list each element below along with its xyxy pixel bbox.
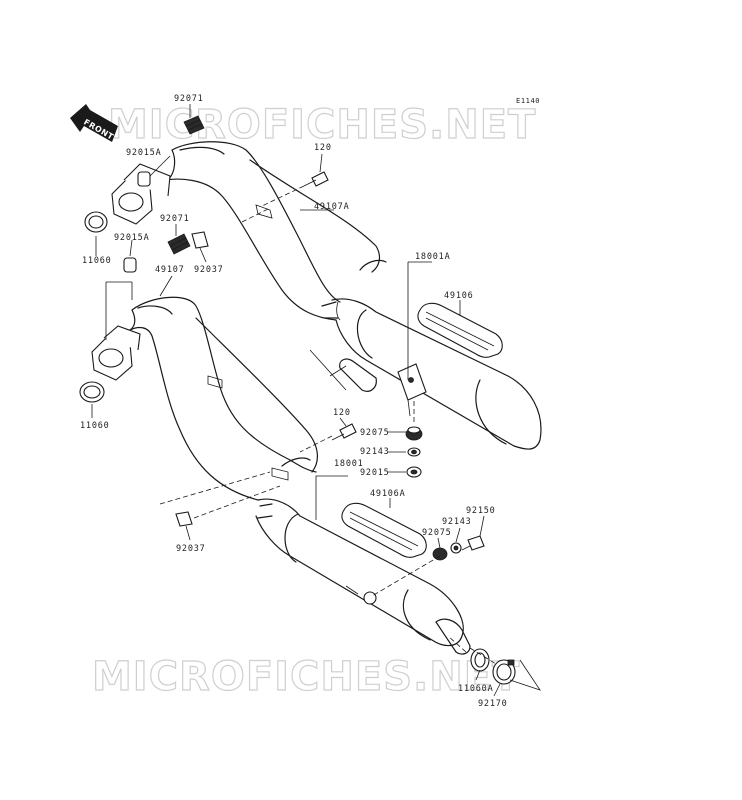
upper-collar-92015A — [137, 171, 151, 187]
label-18001A: 18001A — [415, 252, 451, 262]
reference-code: E1140 — [516, 97, 540, 105]
upper-bolt-120 — [303, 171, 329, 187]
upper-exhaust-pipe — [165, 141, 387, 321]
label-18001: 18001 — [334, 459, 364, 469]
label-92037-bot: 92037 — [176, 544, 206, 554]
lower-flange — [91, 325, 141, 381]
label-92170: 92170 — [478, 699, 508, 709]
label-92071-mid: 92071 — [160, 214, 190, 224]
lower-bracket-92037 — [175, 511, 193, 527]
lower-muffler — [255, 498, 471, 655]
watermark-top: MICROFICHES.NET — [108, 102, 536, 148]
label-92150: 92150 — [466, 506, 496, 516]
label-120-top: 120 — [314, 143, 332, 153]
upper-gasket-11060 — [84, 211, 108, 233]
collar-92143-lower — [450, 542, 462, 554]
part-labels: 92071 92015A 120 49107A 11060 92015A 920… — [80, 94, 508, 709]
label-11060A: 11060A — [458, 684, 494, 694]
label-92075-top: 92075 — [360, 428, 390, 438]
grommet-92075-lower — [432, 547, 448, 561]
upper-bracket-92037 — [191, 231, 209, 249]
watermark-bottom: MICROFICHES.NET — [92, 654, 520, 700]
collar-92015 — [406, 466, 422, 478]
label-11060-bot: 11060 — [80, 421, 110, 431]
leader-lines — [91, 104, 541, 697]
label-92015A-mid: 92015A — [114, 233, 150, 243]
lower-exhaust-pipe — [129, 296, 318, 501]
label-92015A-top: 92015A — [126, 148, 162, 158]
label-120-bot: 120 — [333, 408, 351, 418]
label-92071-top: 92071 — [174, 94, 204, 104]
upper-clamp-92071 — [183, 115, 205, 135]
upper-muffler — [309, 298, 542, 450]
label-49106: 49106 — [444, 291, 474, 301]
lower-gasket-11060 — [79, 381, 105, 403]
bolt-92150 — [461, 535, 485, 551]
gasket-11060A — [470, 648, 490, 672]
label-92075-bot: 92075 — [422, 528, 452, 538]
grommet-92075-upper — [405, 426, 423, 441]
label-49107A: 49107A — [314, 202, 350, 212]
label-49107: 49107 — [155, 265, 185, 275]
collar-92143-upper — [407, 447, 421, 457]
label-92037-top: 92037 — [194, 265, 224, 275]
label-11060-top: 11060 — [82, 256, 112, 266]
mid-clamp-92071 — [167, 233, 191, 255]
lower-bolt-120 — [331, 423, 357, 441]
label-92143-top: 92143 — [360, 447, 390, 457]
label-92143-bot: 92143 — [442, 517, 472, 527]
label-92015: 92015 — [360, 468, 390, 478]
lower-collar-92015A — [123, 257, 137, 273]
label-49106A: 49106A — [370, 489, 406, 499]
clamp-92170 — [492, 659, 516, 685]
